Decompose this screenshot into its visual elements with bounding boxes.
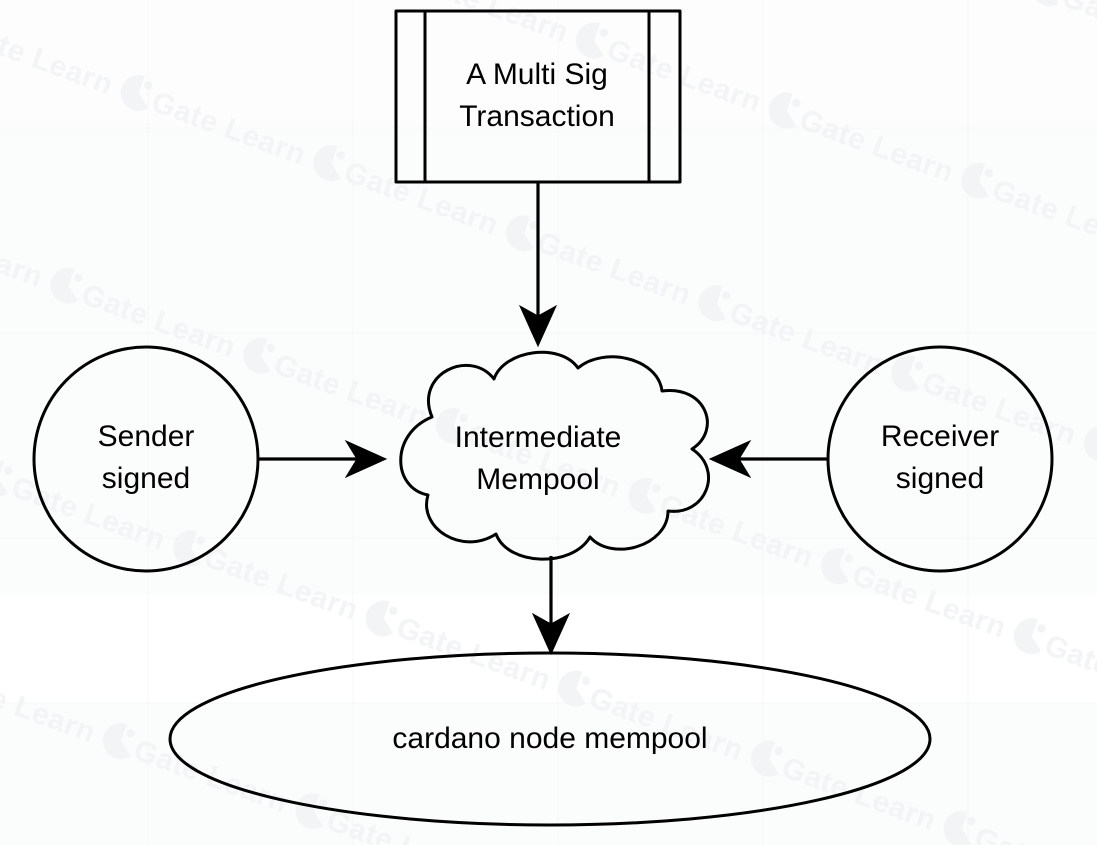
node-multisig-transaction[interactable]: A Multi Sig Transaction <box>394 9 682 184</box>
multisig-transaction-label-line1: A Multi Sig <box>466 58 608 91</box>
edge-transaction-to-mempool[interactable] <box>518 182 558 348</box>
receiver-signed-label-line1: Receiver <box>881 420 999 453</box>
edge-sender-to-mempool[interactable] <box>259 439 388 479</box>
intermediate-mempool-label-line2: Mempool <box>476 463 599 496</box>
intermediate-mempool-label-line1: Intermediate <box>455 421 622 454</box>
receiver-signed-label-line2: signed <box>896 462 984 495</box>
node-receiver-signed[interactable]: Receiver signed <box>826 345 1054 573</box>
intermediate-mempool-cloud-outline <box>399 350 710 561</box>
sender-signed-circle <box>32 345 260 573</box>
multisig-transaction-outer-box <box>394 9 682 184</box>
edge-mempool-to-cardano[interactable] <box>531 556 571 656</box>
receiver-signed-circle <box>826 345 1054 573</box>
multisig-transaction-label-line2: Transaction <box>459 100 615 133</box>
cardano-node-mempool-label: cardano node mempool <box>392 722 707 755</box>
node-intermediate-mempool[interactable]: Intermediate Mempool <box>399 350 710 561</box>
node-sender-signed[interactable]: Sender signed <box>32 345 260 573</box>
sender-signed-label-line2: signed <box>102 462 190 495</box>
sender-signed-label-line1: Sender <box>98 420 195 453</box>
node-cardano-node-mempool[interactable]: cardano node mempool <box>168 651 932 827</box>
edge-receiver-to-mempool[interactable] <box>708 439 828 479</box>
